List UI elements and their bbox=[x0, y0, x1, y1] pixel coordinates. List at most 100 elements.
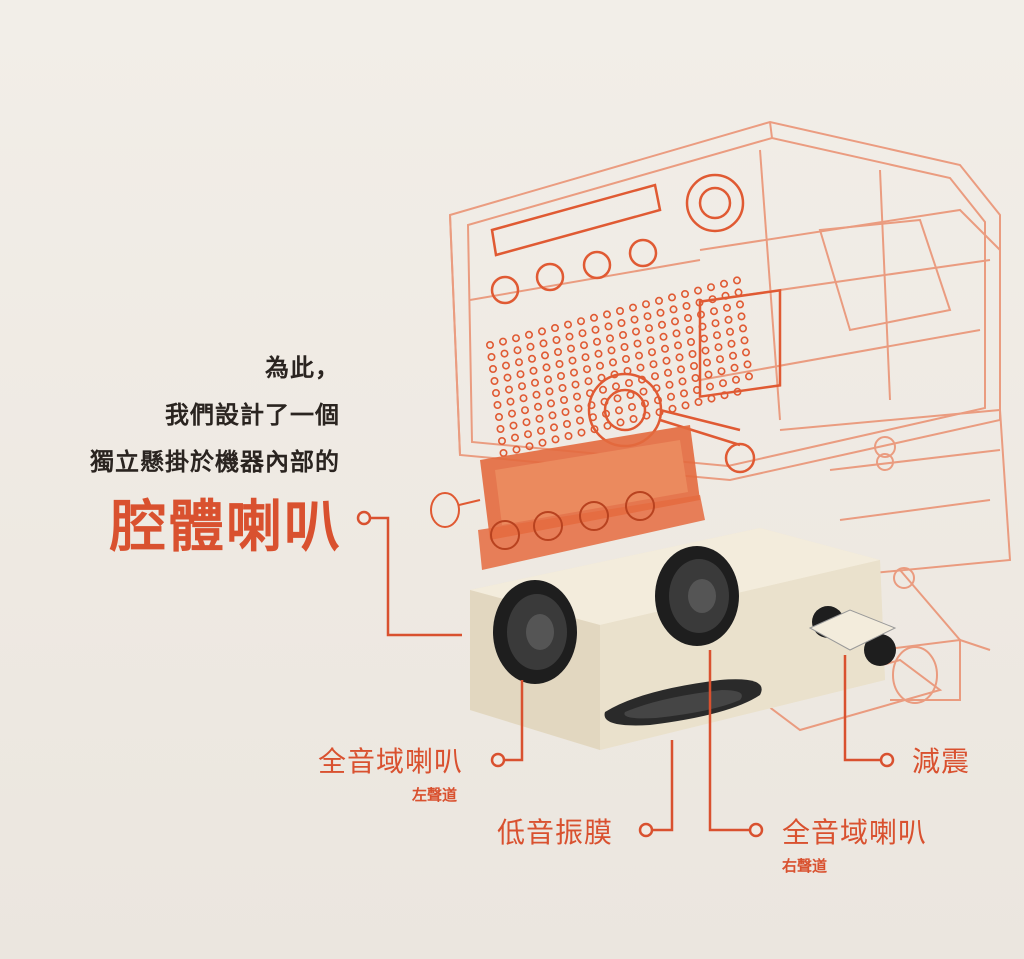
grille-hole bbox=[604, 322, 613, 331]
grille-hole bbox=[519, 394, 528, 403]
grille-hole bbox=[569, 368, 578, 377]
grille-hole bbox=[641, 300, 650, 309]
grille-hole bbox=[578, 329, 587, 338]
grille-hole bbox=[628, 303, 637, 312]
grille-hole bbox=[682, 301, 691, 310]
grille-hole bbox=[712, 331, 721, 340]
grille-hole bbox=[524, 330, 533, 339]
grille-hole bbox=[579, 341, 588, 350]
grille-hole bbox=[507, 409, 516, 418]
grille-hole bbox=[683, 313, 692, 322]
grille-hole bbox=[512, 445, 521, 454]
grille-hole bbox=[676, 365, 685, 374]
grille-hole bbox=[533, 402, 542, 411]
grille-hole bbox=[551, 435, 560, 444]
grille-hole bbox=[493, 400, 502, 409]
grille-hole bbox=[614, 406, 623, 415]
grille-hole bbox=[581, 353, 590, 362]
grille-hole bbox=[542, 363, 551, 372]
grille-hole bbox=[537, 327, 546, 336]
grille-hole bbox=[561, 407, 570, 416]
grille-hole bbox=[496, 424, 505, 433]
grille-hole bbox=[722, 303, 731, 312]
grille-hole bbox=[629, 414, 638, 423]
grille-hole bbox=[501, 361, 510, 370]
speaker-grille bbox=[485, 276, 753, 457]
grille-hole bbox=[532, 390, 541, 399]
grille-hole bbox=[647, 348, 656, 357]
grille-hole bbox=[543, 375, 552, 384]
grille-hole bbox=[711, 319, 720, 328]
grille-hole bbox=[743, 360, 752, 369]
intro-line-2: 我們設計了一個 bbox=[165, 401, 340, 429]
grille-hole bbox=[592, 337, 601, 346]
grille-hole bbox=[618, 330, 627, 339]
grille-hole bbox=[485, 340, 494, 349]
grille-hole bbox=[506, 397, 515, 406]
grille-hole bbox=[605, 334, 614, 343]
grille-hole bbox=[715, 355, 724, 364]
grille-hole bbox=[663, 368, 672, 377]
grille-hole bbox=[594, 349, 603, 358]
grille-hole bbox=[595, 361, 604, 370]
grille-hole bbox=[526, 342, 535, 351]
grille-hole bbox=[574, 404, 583, 413]
grille-hole bbox=[620, 342, 629, 351]
grille-hole bbox=[668, 404, 677, 413]
damper-label: 減震 bbox=[912, 745, 971, 778]
grille-hole bbox=[589, 313, 598, 322]
grille-hole bbox=[615, 306, 624, 315]
grille-hole bbox=[731, 375, 740, 384]
grille-hole bbox=[680, 289, 689, 298]
grille-hole bbox=[613, 394, 622, 403]
grille-hole bbox=[608, 358, 617, 367]
grille-hole bbox=[702, 358, 711, 367]
grille-hole bbox=[689, 361, 698, 370]
grille-hole bbox=[735, 300, 744, 309]
grille-hole bbox=[490, 376, 499, 385]
grille-hole bbox=[678, 377, 687, 386]
grille-hole bbox=[616, 418, 625, 427]
grille-hole bbox=[650, 372, 659, 381]
grille-hole bbox=[564, 431, 573, 440]
grille-hole bbox=[504, 385, 513, 394]
grille-hole bbox=[555, 359, 564, 368]
circuit-board bbox=[430, 425, 705, 570]
grille-hole bbox=[727, 339, 736, 348]
grille-hole bbox=[525, 442, 534, 451]
grille-hole bbox=[487, 352, 496, 361]
grille-hole bbox=[598, 385, 607, 394]
grille-hole bbox=[685, 325, 694, 334]
grille-hole bbox=[558, 383, 567, 392]
grille-hole bbox=[662, 356, 671, 365]
grille-hole bbox=[693, 286, 702, 295]
grille-hole bbox=[681, 401, 690, 410]
grille-hole bbox=[718, 379, 727, 388]
left-channel-label: 左聲道 bbox=[412, 786, 458, 804]
grille-hole bbox=[552, 335, 561, 344]
grille-hole bbox=[553, 347, 562, 356]
grille-hole bbox=[691, 373, 700, 382]
grille-hole bbox=[660, 344, 669, 353]
grille-hole bbox=[488, 364, 497, 373]
grille-hole bbox=[602, 310, 611, 319]
grille-hole bbox=[634, 351, 643, 360]
bass-membrane-label: 低音振膜 bbox=[497, 816, 614, 849]
grille-hole bbox=[550, 323, 559, 332]
grille-hole bbox=[500, 349, 509, 358]
control-panel bbox=[490, 173, 745, 305]
grille-hole bbox=[549, 423, 558, 432]
grille-hole bbox=[688, 349, 697, 358]
grille-hole bbox=[559, 395, 568, 404]
grille-hole bbox=[523, 430, 532, 439]
grille-hole bbox=[714, 343, 723, 352]
grille-hole bbox=[657, 320, 666, 329]
grille-hole bbox=[539, 339, 548, 348]
right-speaker-label: 全音域喇叭 bbox=[782, 816, 928, 849]
grille-hole bbox=[576, 317, 585, 326]
grille-hole bbox=[494, 412, 503, 421]
grille-hole bbox=[590, 425, 599, 434]
grille-hole bbox=[719, 279, 728, 288]
grille-hole bbox=[709, 307, 718, 316]
